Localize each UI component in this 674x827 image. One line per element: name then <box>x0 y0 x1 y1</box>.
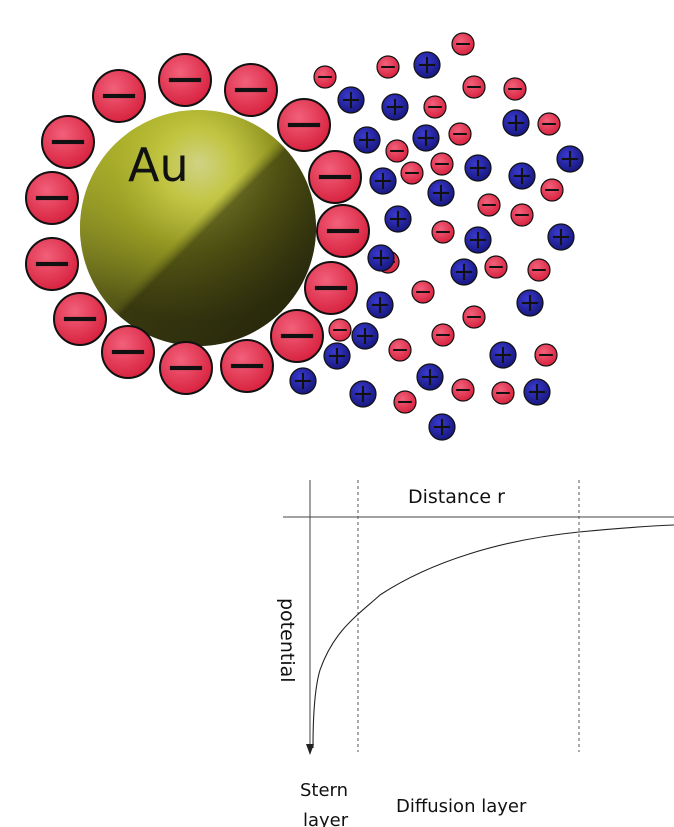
diffuse-positive-ion <box>369 167 397 195</box>
diffuse-positive-ion <box>366 291 394 319</box>
diffuse-positive-ion <box>323 342 351 370</box>
diffuse-positive-ion <box>413 51 441 79</box>
diffuse-negative-ion <box>484 255 508 279</box>
diffuse-positive-ion <box>337 86 365 114</box>
diffuse-negative-ion <box>462 305 486 329</box>
stern-negative-ion <box>158 53 212 107</box>
stern-negative-ion <box>25 237 79 291</box>
stern-negative-ion <box>159 341 213 395</box>
diffuse-negative-ion <box>477 193 501 217</box>
particle-label: Au <box>128 138 189 192</box>
stern-negative-ion <box>41 115 95 169</box>
diffuse-negative-ion <box>430 152 454 176</box>
diffuse-negative-ion <box>462 75 486 99</box>
diffuse-layer-ions <box>289 32 584 441</box>
y-axis-label: potential <box>276 598 298 683</box>
diffuse-negative-ion <box>448 122 472 146</box>
potential-graph: Distance r potential Stern layer Diffusi… <box>276 480 674 827</box>
diffuse-negative-ion <box>527 258 551 282</box>
diffusion-layer-label: Diffusion layer <box>396 796 527 817</box>
diffuse-negative-ion <box>411 280 435 304</box>
diffuse-negative-ion <box>385 139 409 163</box>
diffuse-negative-ion <box>431 220 455 244</box>
diffuse-negative-ion <box>537 112 561 136</box>
diffuse-negative-ion <box>393 390 417 414</box>
diffuse-positive-ion <box>384 205 412 233</box>
diffuse-positive-ion <box>428 413 456 441</box>
x-axis-label: Distance r <box>408 486 505 508</box>
diffuse-negative-ion <box>510 203 534 227</box>
diffuse-positive-ion <box>489 341 517 369</box>
stern-negative-ion <box>53 292 107 346</box>
diffuse-negative-ion <box>388 338 412 362</box>
diffuse-positive-ion <box>547 223 575 251</box>
diffuse-positive-ion <box>381 93 409 121</box>
y-axis-arrow-head <box>306 744 314 755</box>
diffuse-negative-ion <box>534 343 558 367</box>
diffuse-positive-ion <box>450 258 478 286</box>
stern-negative-ion <box>316 204 370 258</box>
diffuse-negative-ion <box>491 381 515 405</box>
stern-negative-ion <box>92 69 146 123</box>
stern-negative-ion <box>270 309 324 363</box>
stern-negative-ion <box>224 63 278 117</box>
diffuse-positive-ion <box>349 380 377 408</box>
diffuse-positive-ion <box>289 367 317 395</box>
diffuse-positive-ion <box>427 179 455 207</box>
diffuse-negative-ion <box>451 32 475 56</box>
diffuse-positive-ion <box>523 378 551 406</box>
stern-layer-label-line1: Stern <box>300 780 348 801</box>
diffuse-positive-ion <box>502 109 530 137</box>
stern-negative-ion <box>308 150 362 204</box>
diffuse-positive-ion <box>416 363 444 391</box>
potential-curve <box>312 524 674 749</box>
diffuse-negative-ion <box>451 378 475 402</box>
diffuse-negative-ion <box>328 318 352 342</box>
diffuse-positive-ion <box>464 226 492 254</box>
stern-negative-ion <box>25 171 79 225</box>
diffuse-negative-ion <box>376 55 400 79</box>
stern-negative-ion <box>277 98 331 152</box>
diffuse-negative-ion <box>423 95 447 119</box>
diffuse-negative-ion <box>503 77 527 101</box>
diffuse-positive-ion <box>412 124 440 152</box>
stern-negative-ion <box>304 261 358 315</box>
diffuse-negative-ion <box>400 161 424 185</box>
diffuse-positive-ion <box>353 126 381 154</box>
stern-layer-ions <box>25 53 370 395</box>
diffuse-positive-ion <box>508 162 536 190</box>
stern-negative-ion <box>101 325 155 379</box>
diffuse-positive-ion <box>556 145 584 173</box>
diffuse-negative-ion <box>313 65 337 89</box>
diffuse-negative-ion <box>540 178 564 202</box>
stern-layer-label-line2: layer <box>303 810 349 827</box>
gold-particle: Au <box>80 110 316 346</box>
diffuse-positive-ion <box>516 289 544 317</box>
diffuse-positive-ion <box>367 244 395 272</box>
stern-negative-ion <box>220 339 274 393</box>
diffuse-positive-ion <box>464 154 492 182</box>
diffuse-negative-ion <box>431 323 455 347</box>
diffuse-positive-ion <box>351 322 379 350</box>
